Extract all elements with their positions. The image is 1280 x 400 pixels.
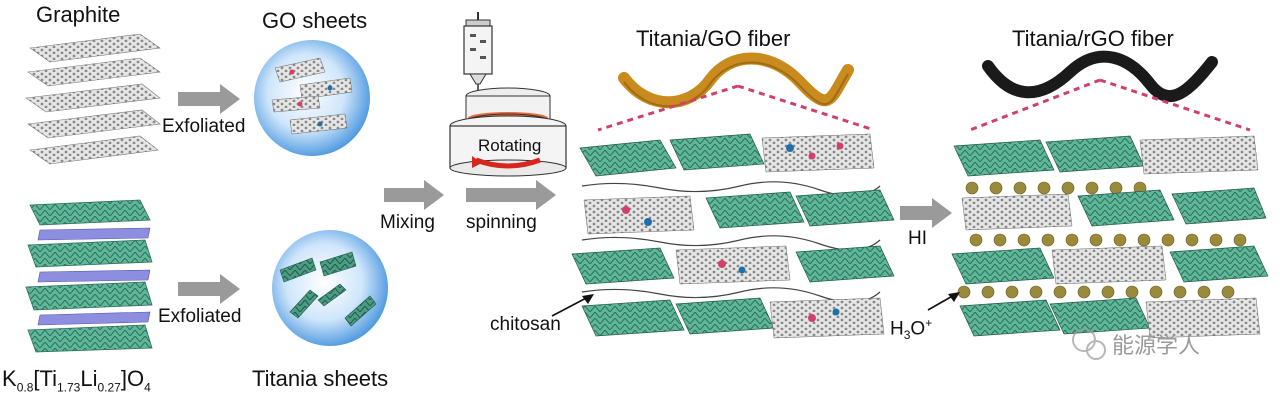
go-sheets-label: GO sheets — [262, 8, 368, 33]
go-zoom-line-left — [597, 84, 739, 132]
titania-sheets-label: Titania sheets — [252, 366, 389, 391]
wechat-icon — [1072, 328, 1106, 360]
h3o-pointer — [927, 292, 960, 311]
chitosan-label: chitosan — [490, 314, 561, 335]
watermark-text: 能源学人 — [1112, 333, 1201, 358]
go-zoom-line-right — [737, 84, 875, 132]
spinning-arrow — [466, 180, 556, 210]
rgo-zoom-line-left — [969, 78, 1101, 132]
exfoliated-bottom-label: Exfoliated — [158, 306, 242, 327]
exfoliate-arrow-top — [178, 84, 240, 114]
mixing-label: Mixing — [380, 212, 435, 233]
formula-label: K0.8[Ti1.73Li0.27]O4 — [2, 366, 151, 395]
go-sheets-sphere — [254, 40, 370, 156]
exfoliate-arrow-bottom — [178, 274, 240, 304]
titania-go-fiber-label: Titania/GO fiber — [636, 26, 791, 51]
rgo-composite — [951, 135, 1269, 339]
spinning-label: spinning — [466, 212, 537, 233]
graphite-stack — [25, 33, 161, 165]
hi-label: HI — [908, 228, 927, 249]
chitosan-pointer — [551, 294, 594, 317]
titania-sheets-sphere — [272, 230, 388, 346]
hi-arrow — [900, 198, 952, 228]
titanate-stack — [25, 199, 153, 353]
titania-rgo-fiber-label: Titania/rGO fiber — [1012, 26, 1174, 51]
exfoliated-top-label: Exfoliated — [162, 116, 246, 137]
graphite-label: Graphite — [36, 2, 121, 27]
h3o-label: H3O+ — [890, 316, 933, 343]
mixing-arrow — [384, 180, 444, 210]
rgo-fiber — [982, 50, 1218, 102]
rotating-label: Rotating — [478, 136, 542, 155]
go-composite — [571, 133, 895, 339]
spinning-apparatus — [449, 12, 567, 177]
go-fiber — [618, 52, 854, 109]
rgo-zoom-line-right — [1099, 78, 1251, 132]
